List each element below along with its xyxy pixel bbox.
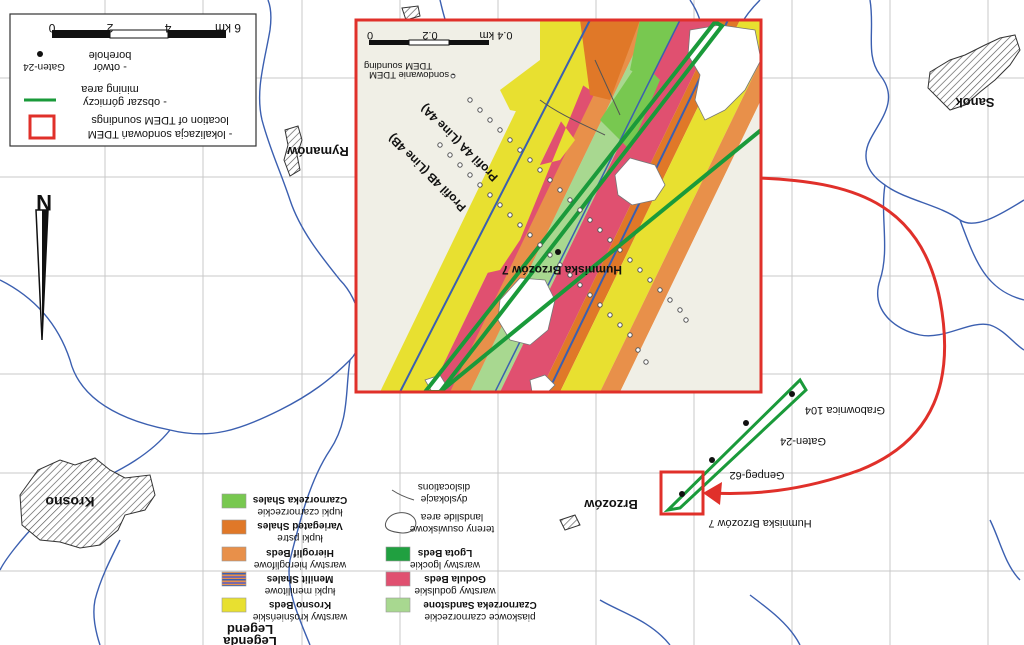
legend-left-1-en: Menilit Shales (266, 573, 333, 584)
main-mining-area (663, 377, 808, 513)
town-rymanow-area (283, 125, 303, 177)
inset-well-marker (555, 249, 561, 255)
top-legend-tdem-pl: - lokalizacja sondowań TDEM (88, 128, 233, 140)
inset-scale-bar (369, 39, 489, 46)
legend-right-3-en: landslide area (420, 511, 483, 522)
legend-right-0-pl: piaskowce czarnorzeckie (424, 611, 536, 622)
legend-left-0-pl: warstwy krośnieńskie (252, 611, 348, 622)
legend-right-3-pl: tereny osuwiskowe (409, 523, 494, 534)
connector-arrow (703, 176, 947, 505)
legend-left-1-pl: łupki menilitowe (264, 585, 335, 596)
top-legend-box (9, 13, 257, 147)
north-arrow: N (35, 190, 52, 341)
inset-well-label: Humniska Brzozów 7 (502, 263, 622, 277)
inset-scale-tick-0: 0 (367, 29, 373, 41)
legend-left-4-pl: łupki czarnorzeckie (257, 506, 342, 517)
legend-swatches (221, 489, 417, 613)
town-label-rymanow: Rymanów (286, 144, 348, 159)
legend-right-4-en: dislocations (418, 481, 470, 492)
scale-tick-0: 0 (48, 21, 55, 35)
legend-title-pl: Legenda (223, 634, 277, 645)
legend-right-1-pl: warstwy godulskie (414, 585, 497, 596)
legend-title-en: Legend (227, 622, 273, 637)
top-legend-borehole-sample: Gaten-24 (23, 61, 65, 72)
legend-left-2-pl: warstwy hieroglifowe (253, 559, 347, 570)
inset-scale-tick-1: 0.2 (422, 29, 437, 41)
legend-right-0-en: Czarnorzeka Sandstone (423, 599, 537, 610)
legend-left-2-en: Hieroglif Beds (266, 547, 334, 558)
tdem-profile-a (467, 97, 689, 323)
well-label-gaten: Gaten-24 (780, 435, 826, 447)
scale-tick-1: 2 (106, 21, 113, 35)
top-legend-tdem-en: location of TDEM soundings (91, 114, 229, 126)
legend-right-1-en: Godula Beds (424, 573, 486, 584)
town-label-brzozow: Brzozów (583, 497, 637, 512)
well-label-huminska: Humniska Brzozów 7 (708, 517, 811, 529)
legend-left-3-en: Variegated Shales (257, 520, 343, 531)
legend-right-4-pl: dyslokacje (420, 493, 467, 504)
top-legend-borehole-en: borehole (89, 49, 132, 61)
inset-scale-tick-2: 0.4 km (479, 29, 512, 41)
top-legend-borehole-pl: - otwór (93, 61, 127, 73)
top-legend-mining-en: mining area (80, 83, 138, 95)
inset-legend-en: TDEM sounding (364, 60, 432, 71)
scale-tick-2: 4 (164, 21, 171, 35)
legend-left-4-en: Czarnorzeka Shales (252, 494, 347, 505)
legend-left-3-pl: łupki pstre (277, 532, 323, 543)
legend-right-2-pl: warstwy lgockie (410, 559, 481, 570)
town-small-areas (401, 5, 581, 531)
inset-frame (354, 18, 763, 394)
town-krosno-area (19, 457, 156, 549)
inset-legend-symbol (450, 73, 456, 79)
town-sanok-area (927, 34, 1021, 111)
well-label-grabownica: Grabownica 104 (805, 404, 885, 416)
inset-map: Profil 4A (Line 4A) Profil 4B (Line 4B) … (354, 18, 763, 394)
town-label-sanok: Sanok (955, 95, 995, 110)
legend-right-2-en: Lgota Beds (417, 547, 472, 558)
top-legend-mining-pl: - obszar górniczy (83, 96, 167, 108)
north-arrow-label: N (36, 190, 52, 215)
inset-legend-pl: - sondowanie TDEM (369, 69, 455, 80)
town-label-krosno: Krosno (46, 494, 95, 510)
scale-tick-3: 6 km (215, 21, 241, 35)
well-label-genpeg: Genpeg-62 (729, 469, 784, 481)
tdem-profile-b (437, 142, 649, 365)
legend-left-0-en: Krosno Beds (268, 599, 331, 610)
